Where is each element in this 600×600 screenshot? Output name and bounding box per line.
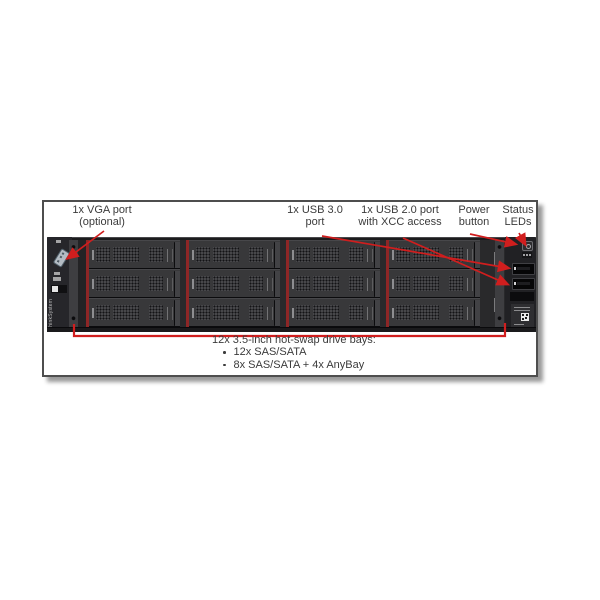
thinksystem-branding: ThinkSystem	[48, 298, 54, 330]
drive-bay-tray	[86, 240, 186, 269]
drive-bay-tray	[286, 269, 386, 298]
caption-bullet-text: 8x SAS/SATA + 4x AnyBay	[233, 358, 365, 371]
ear-marking	[53, 277, 61, 281]
drive-bay-tray	[186, 240, 286, 269]
info-sticker	[511, 304, 534, 328]
drive-bay-tray	[386, 298, 486, 327]
drive-bay-tray	[286, 298, 386, 327]
drive-bay-tray	[286, 240, 386, 269]
usb2-port-icon	[512, 278, 535, 290]
caption: 12x 3.5-inch hot-swap drive bays: 12x SA…	[212, 334, 376, 371]
server-front-view: ThinkSystem	[47, 237, 536, 332]
caption-bullet-item: 8x SAS/SATA + 4x AnyBay	[223, 359, 376, 371]
callout-vga-label: 1x VGA port (optional)	[72, 204, 132, 229]
callout-status-label: Status LEDs	[502, 204, 534, 229]
figure-frame: 1x VGA port (optional) 1x USB 3.0 port 1…	[42, 200, 538, 377]
bullet-dot	[223, 351, 226, 354]
drive-bay-tray	[186, 298, 286, 327]
barcode-label	[51, 285, 67, 293]
left-ear: ThinkSystem	[47, 237, 72, 332]
caption-bullet-text: 12x SAS/SATA	[233, 346, 307, 359]
qr-code-icon	[521, 313, 529, 321]
caption-title: 12x 3.5-inch hot-swap drive bays:	[212, 334, 376, 346]
ear-marking	[56, 240, 61, 243]
bullet-dot	[223, 363, 226, 367]
status-leds-icon	[522, 252, 532, 258]
ear-marking	[54, 272, 60, 275]
drive-bay-tray	[386, 269, 486, 298]
chassis-bottom-edge	[47, 327, 536, 332]
callout-usb3-label: 1x USB 3.0 port	[287, 204, 343, 229]
caption-bullet-item: 12x SAS/SATA	[223, 346, 376, 358]
usb3-port-icon	[512, 263, 535, 275]
chassis-top-edge	[47, 237, 536, 240]
drive-bay-tray	[386, 240, 486, 269]
drive-bay-tray	[86, 269, 186, 298]
callout-power-label: Power button	[458, 204, 490, 229]
power-button-icon	[522, 241, 533, 251]
right-ear	[505, 237, 536, 332]
rack-flange-right	[495, 240, 504, 327]
drive-bay-grid	[86, 240, 486, 327]
drive-bay-tray	[86, 298, 186, 327]
rack-flange-left	[69, 240, 78, 327]
drive-bay-tray	[186, 269, 286, 298]
vga-port-icon	[52, 248, 71, 268]
callout-usb2-label: 1x USB 2.0 port with XCC access	[358, 204, 442, 229]
front-panel-block	[510, 292, 534, 301]
